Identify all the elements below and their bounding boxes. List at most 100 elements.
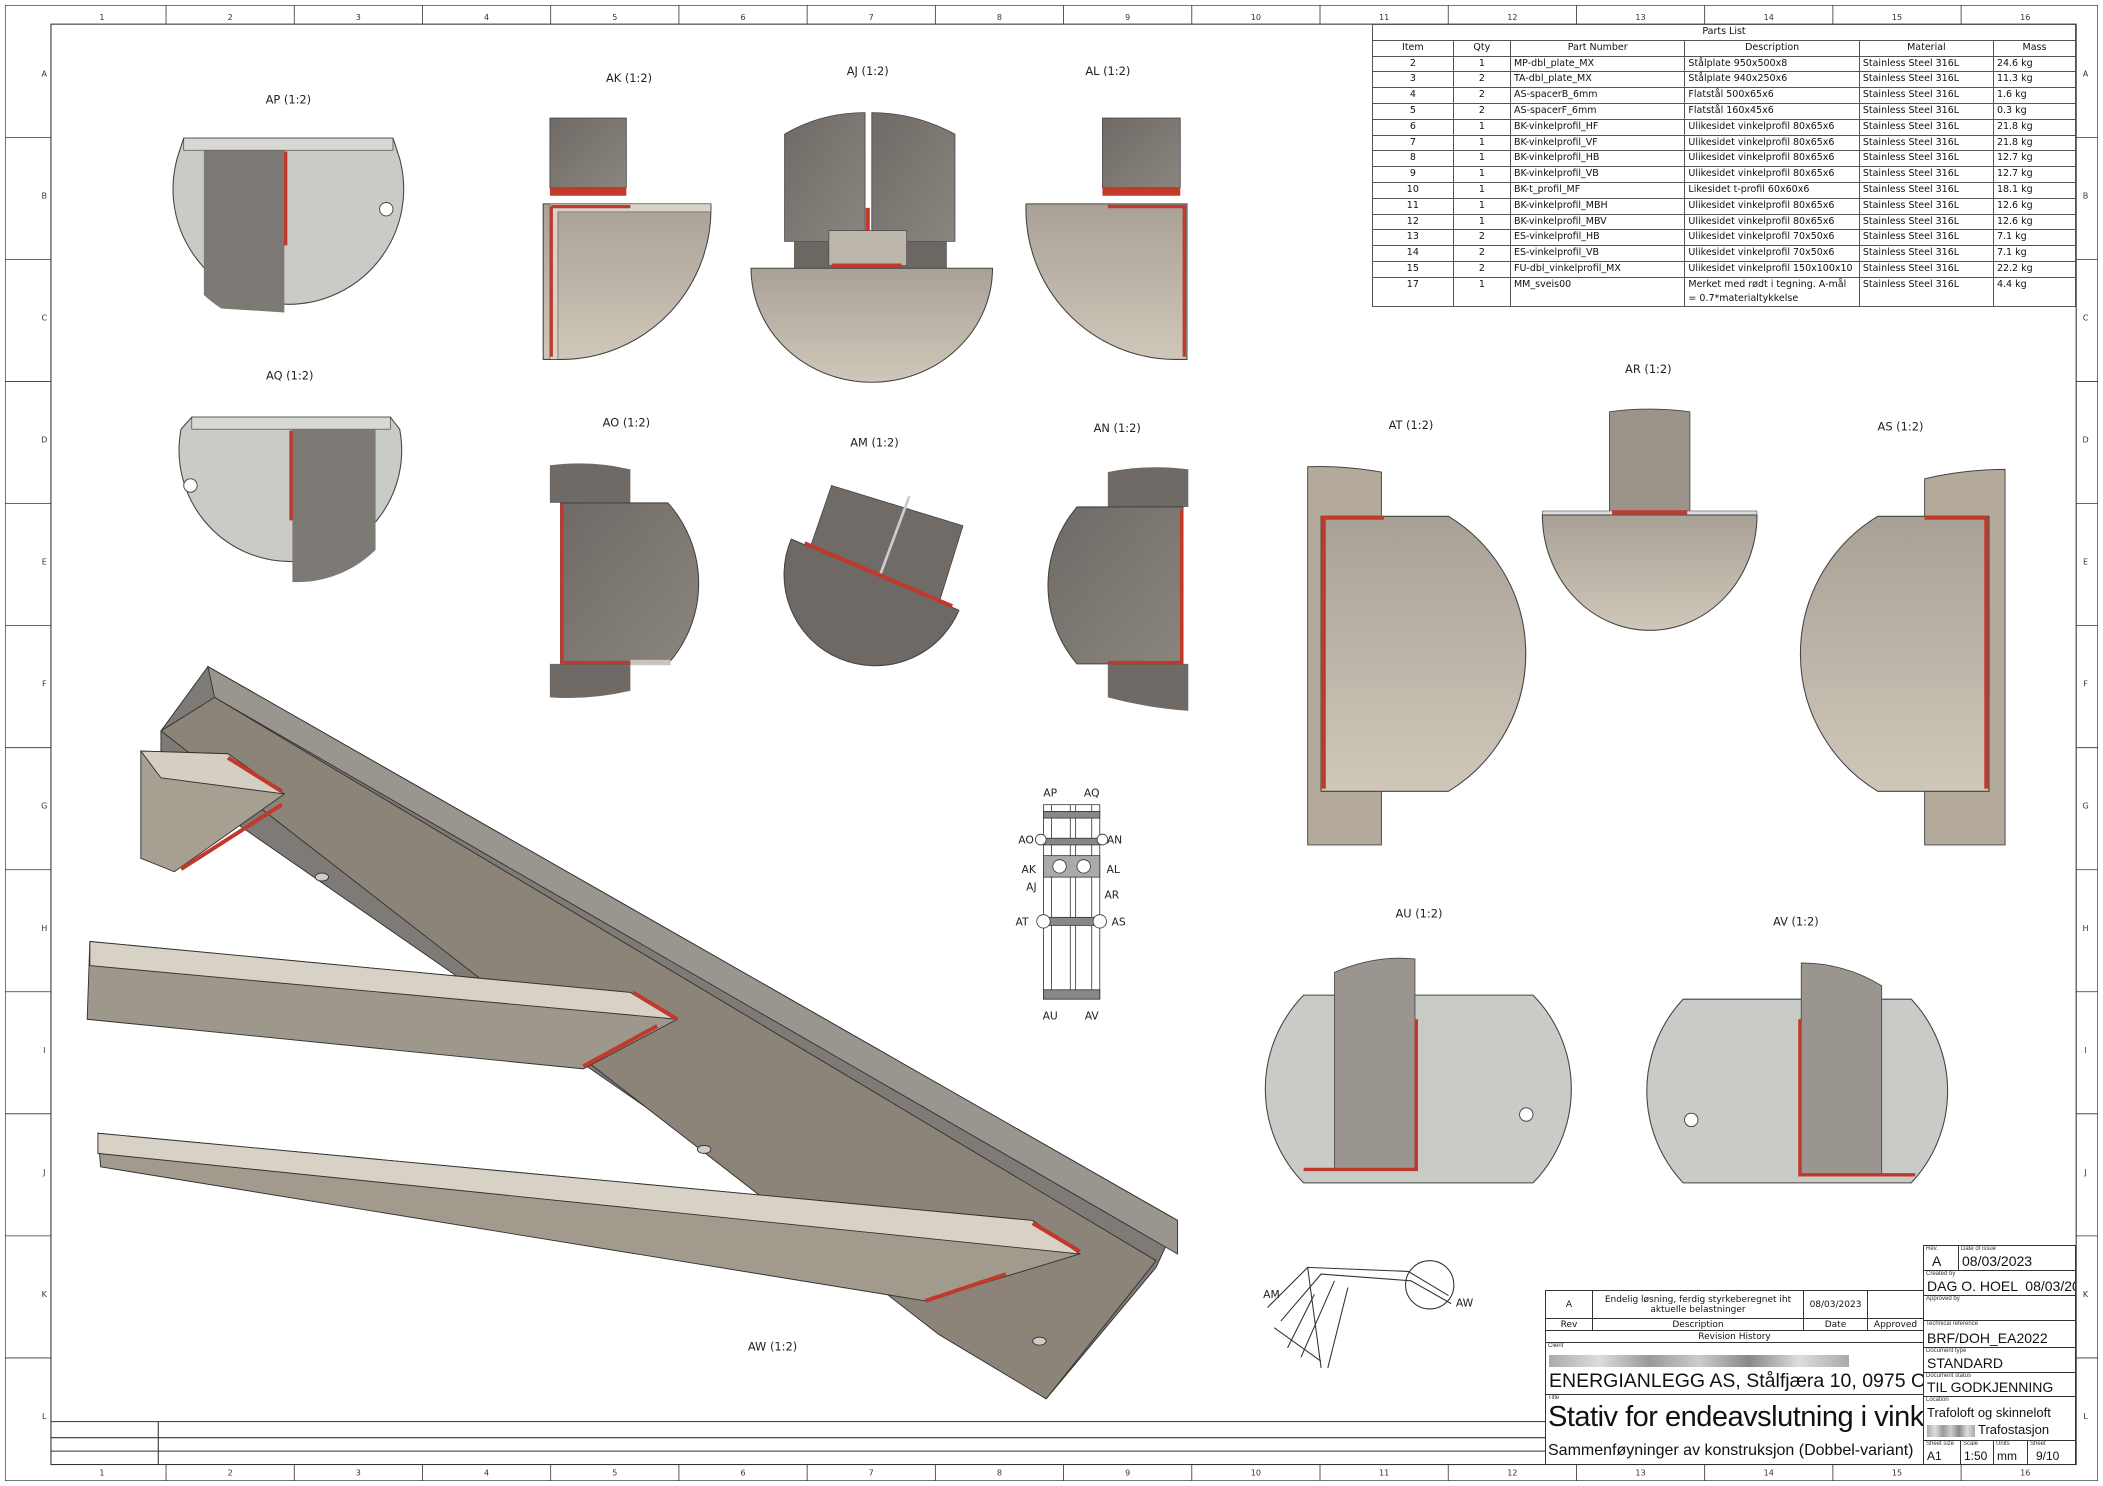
document-status-box: Document status TIL GODKJENNING [1923, 1372, 2076, 1397]
view-an: AN (1:2) [1047, 421, 1189, 711]
grid-column-label: 9 [1125, 13, 1130, 22]
redacted-text [1549, 1355, 1849, 1367]
date-of-issue-box: Date of issue 08/03/2023 [1958, 1245, 2076, 1271]
grid-row-label: F [42, 680, 47, 689]
grid-row-label: H [41, 924, 47, 933]
parts-list-cell: Ulikesidet vinkelprofil 70x50x6 [1684, 245, 1860, 262]
parts-list-header: Description [1684, 39, 1860, 57]
grid-column-label: 9 [1125, 1468, 1130, 1477]
svg-text:AV: AV [1085, 1009, 1100, 1022]
grid-column-label: 14 [1764, 1468, 1774, 1477]
parts-list-cell: Stainless Steel 316L [1858, 87, 1994, 104]
grid-column-label: 5 [612, 13, 617, 22]
parts-list-cell: ES-vinkelprofil_VB [1509, 245, 1686, 262]
svg-text:AS: AS [1111, 915, 1125, 928]
parts-list-cell: 7.1 kg [1992, 229, 2077, 247]
parts-list-cell: Ulikesidet vinkelprofil 80x65x6 [1684, 166, 1860, 183]
parts-list-cell: 7 [1372, 134, 1454, 152]
view-label: AT (1:2) [1389, 418, 1434, 432]
grid-column-label: 12 [1507, 1468, 1517, 1477]
grid-column-label: 7 [869, 13, 874, 22]
technical-reference-label: Technical reference [1926, 1321, 1979, 1327]
view-at: AT (1:2) [1307, 418, 1527, 846]
parts-list-cell: 1 [1452, 276, 1511, 307]
rev-label: Rev. [1926, 1246, 1938, 1252]
parts-list-cell: 12.7 kg [1992, 166, 2077, 183]
parts-list-cell: Stainless Steel 316L [1858, 118, 1994, 136]
grid-row-label: G [41, 802, 47, 811]
grid-row-label: K [42, 1290, 48, 1299]
parts-list-cell: 12.6 kg [1992, 197, 2077, 215]
location-label: Location [1926, 1397, 1949, 1403]
title-box: Title Stativ for endeavslutning i vinkel… [1545, 1394, 1924, 1465]
parts-list-cell: BK-vinkelprofil_HB [1509, 150, 1686, 168]
parts-list-cell: BK-vinkelprofil_HF [1509, 118, 1686, 136]
parts-list-cell: MM_sveis00 [1509, 276, 1686, 307]
scale-box: Scale 1:50 [1960, 1440, 1994, 1465]
parts-list-cell: BK-vinkelprofil_VF [1509, 134, 1686, 152]
grid-row-label: L [2083, 1412, 2088, 1421]
technical-reference: BRF/DOH_EA2022 [1927, 1330, 2048, 1346]
approved-by-label: Approved by [1926, 1296, 1960, 1302]
grid-row-label: J [2083, 1168, 2086, 1177]
parts-list-cell: Stainless Steel 316L [1858, 55, 1994, 73]
view-aq: AQ (1:2) [178, 369, 403, 583]
parts-list-cell: Stainless Steel 316L [1858, 134, 1994, 152]
parts-list-cell: 2 [1452, 229, 1511, 247]
parts-list-cell: Ulikesidet vinkelprofil 80x65x6 [1684, 197, 1860, 215]
parts-list-cell: Ulikesidet vinkelprofil 80x65x6 [1684, 213, 1860, 231]
svg-text:AP: AP [1043, 787, 1057, 800]
grid-column-label: 7 [869, 1468, 874, 1477]
units-box: Units mm [1993, 1440, 2028, 1465]
parts-list-cell: Likesidet t-profil 60x60x6 [1684, 181, 1860, 199]
grid-column-label: 5 [612, 1468, 617, 1477]
grid-row-label: F [2083, 680, 2088, 689]
grid-column-label: 3 [356, 13, 361, 22]
grid-column-label: 6 [740, 1468, 745, 1477]
title-label: Title [1548, 1395, 1560, 1401]
client-box: Client ENERGIANLEGG AS, Stålfjæra 10, 09… [1545, 1342, 1924, 1395]
grid-row-label: A [2083, 69, 2089, 78]
parts-list-cell: Ulikesidet vinkelprofil 80x65x6 [1684, 134, 1860, 152]
view-label: AW (1:2) [748, 1340, 797, 1354]
created-by: DAG O. HOEL 08/03/2023 [1927, 1278, 2075, 1294]
rev-box: Rev. A [1923, 1245, 1959, 1271]
parts-list-cell: 22.2 kg [1992, 260, 2077, 278]
grid-row-label: K [2083, 1290, 2089, 1299]
parts-list-cell: 17 [1372, 276, 1454, 307]
parts-list-cell: BK-vinkelprofil_MBV [1509, 213, 1686, 231]
grid-row-label: I [43, 1046, 45, 1055]
view-label: AU (1:2) [1395, 906, 1442, 920]
parts-list-cell: Stainless Steel 316L [1858, 245, 1994, 262]
revision-description: Endelig løsning, ferdig styrkeberegnet i… [1592, 1290, 1804, 1319]
view-aw: AW (1:2) [86, 665, 1179, 1400]
grid-row-label: B [42, 191, 48, 200]
revision-date: 08/03/2023 [1803, 1290, 1868, 1319]
parts-list-cell: 1 [1452, 118, 1511, 136]
grid-row-label: C [41, 314, 47, 323]
parts-list-cell: 11 [1372, 197, 1454, 215]
parts-list-cell: Stainless Steel 316L [1858, 276, 1994, 307]
view-as: AS (1:2) [1799, 420, 2006, 846]
parts-list-header: Item [1372, 39, 1454, 57]
document-type: STANDARD [1927, 1355, 2003, 1371]
parts-list-cell: AS-spacerF_6mm [1509, 102, 1686, 120]
parts-list-cell: 1 [1452, 166, 1511, 183]
grid-column-label: 4 [484, 1468, 489, 1477]
parts-list-cell: BK-t_profil_MF [1509, 181, 1686, 199]
parts-list-cell: 14 [1372, 245, 1454, 262]
parts-list-cell: 18.1 kg [1992, 181, 2077, 199]
svg-text:AN: AN [1107, 834, 1122, 847]
grid-row-label: L [42, 1412, 47, 1421]
grid-column-label: 13 [1635, 13, 1645, 22]
redacted-text [1927, 1425, 1975, 1437]
view-au: AU (1:2) [1264, 906, 1572, 1184]
parts-list-header: Part Number [1509, 39, 1686, 57]
